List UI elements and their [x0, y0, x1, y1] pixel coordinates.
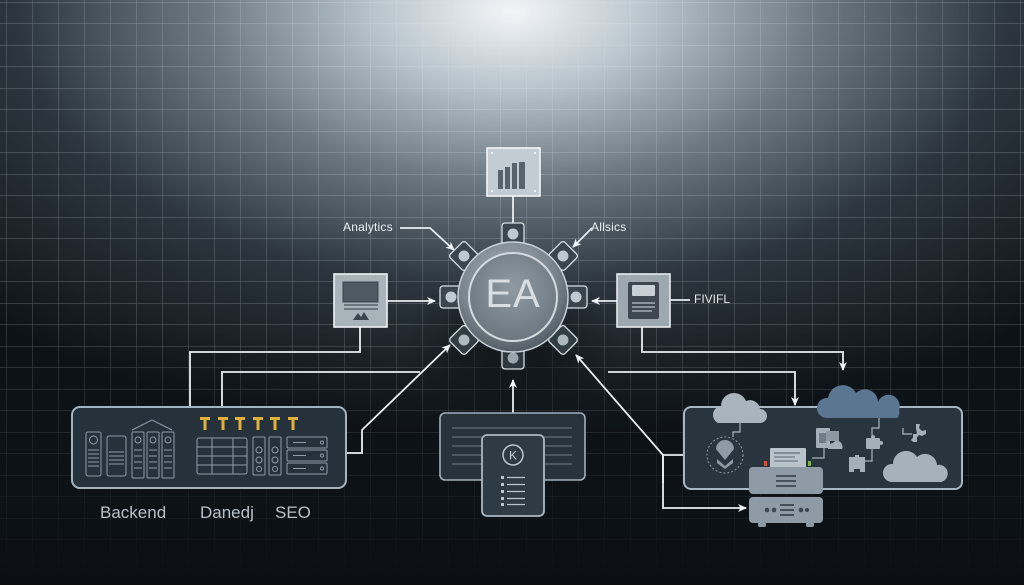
center-panel[interactable]: K	[439, 412, 586, 517]
server-unit-icon[interactable]	[749, 497, 823, 527]
central-hub[interactable]	[457, 241, 569, 353]
documents-icon	[816, 428, 843, 449]
label-allsics: Allsics	[591, 220, 627, 234]
top-node[interactable]	[486, 147, 541, 197]
label-analytics: Analytics	[343, 220, 393, 234]
data-table-icon	[196, 437, 248, 475]
puzzle-icon	[849, 455, 865, 472]
monitor-icon	[342, 281, 379, 320]
cloud-icon	[882, 450, 948, 482]
label-fivifl: FIVIFL	[694, 292, 731, 306]
label-danedj: Danedj	[200, 503, 254, 522]
cloud-icon-accent	[816, 385, 900, 418]
server-tower-icon	[106, 435, 127, 477]
hub-label: EA	[485, 272, 541, 316]
backend-panel[interactable]	[71, 406, 347, 489]
server-rack-icon	[131, 419, 175, 479]
connection-lines	[189, 196, 847, 512]
label-seo: SEO	[275, 503, 311, 522]
left-node[interactable]	[333, 273, 388, 328]
puzzle-icon	[866, 435, 883, 449]
gold-connectors	[200, 417, 298, 430]
port-left[interactable]	[439, 285, 463, 309]
shield-icon	[706, 436, 744, 474]
wrench-icon	[911, 424, 926, 442]
storage-drives-icon	[286, 436, 328, 475]
k-badge: K	[509, 449, 517, 463]
label-backend: Backend	[100, 503, 167, 522]
control-panel-icon	[252, 436, 282, 476]
server-tower-icon	[85, 431, 102, 477]
port-right[interactable]	[564, 285, 588, 309]
printer-icon[interactable]	[749, 448, 823, 494]
cloud-icon	[713, 393, 767, 423]
document-list-icon: K	[481, 434, 545, 517]
right-node[interactable]	[616, 273, 671, 328]
document-window-icon	[628, 282, 659, 319]
bar-chart-icon	[498, 162, 525, 189]
